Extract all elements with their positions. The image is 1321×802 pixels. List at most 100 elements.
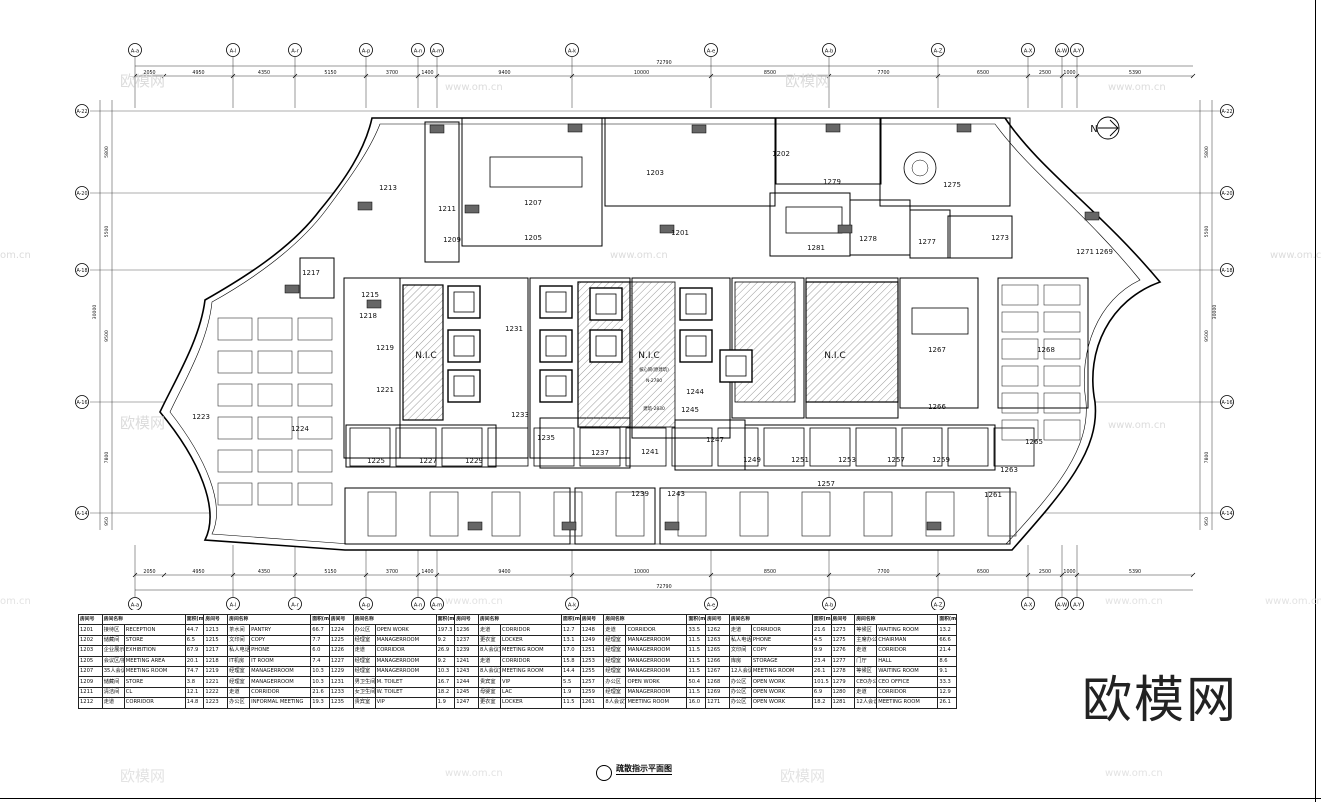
grid-axis-label: A-b <box>825 603 834 609</box>
dimension-value: 1400 <box>421 569 433 575</box>
room-label: 1224 <box>291 425 309 433</box>
grid-bubble <box>75 186 89 200</box>
office-cell <box>487 427 529 467</box>
dimension-value: 10000 <box>634 70 649 76</box>
room-name-en-cell: CORRIDOR <box>249 686 312 699</box>
building-inner-outline <box>169 123 1141 545</box>
room-name-cn-cell: 主席办公室 <box>854 634 878 647</box>
room-name-cn-cell: 经理室 <box>603 645 627 657</box>
desk-cluster <box>257 350 293 374</box>
room-name-en-cell: MEETING ROOM <box>876 697 939 709</box>
dimension-value: 2050 <box>143 569 155 575</box>
grid-bubble <box>931 597 945 610</box>
room-name-en-cell: CHAIRMAN <box>876 634 939 647</box>
room-name-cn-cell: 经理室 <box>352 655 376 667</box>
table-header-cell: 房间名称 <box>352 613 437 626</box>
dimension-value: 7800 <box>1204 452 1210 464</box>
dimension-total: 30000 <box>1212 305 1218 320</box>
room-name-cn-cell: 经理室 <box>227 665 251 678</box>
brand-logo-text: 欧模网 <box>1082 671 1238 729</box>
grid-axis-label: A-22 <box>1221 109 1232 115</box>
dimension-value: 5800 <box>104 146 110 158</box>
dimension-value: 5150 <box>324 569 336 575</box>
grid-bubble <box>430 597 444 610</box>
lift-car <box>453 375 475 397</box>
room-label: 1229 <box>465 457 483 465</box>
room-number-cell: 1222 <box>203 686 229 699</box>
grid-axis-label: A-r <box>291 49 299 55</box>
room-name-cn-cell: 经理室 <box>352 634 376 647</box>
room-wall <box>574 487 656 545</box>
room-number-cell: 1255 <box>579 665 605 678</box>
room-label: 1218 <box>359 312 377 320</box>
workstation-cluster <box>677 491 707 537</box>
grid-axis-label: A-p <box>362 603 371 609</box>
office-cell <box>855 427 897 467</box>
room-label: 1259 <box>932 456 950 464</box>
room-name-cn-cell: 文印间 <box>728 645 752 657</box>
room-label: 1257 <box>817 480 835 488</box>
lift-shaft <box>447 329 481 363</box>
room-area-cell: 26.9 <box>435 645 456 657</box>
room-label: 1268 <box>1037 346 1055 354</box>
dimension-value: 5390 <box>1129 70 1141 76</box>
grid-axis-label: A-14 <box>76 511 87 517</box>
grid-bubble <box>822 43 836 57</box>
north-arrow-icon <box>1096 116 1120 140</box>
equipment-block <box>837 224 853 234</box>
room-area-cell: 7.7 <box>310 634 330 647</box>
grid-axis-label: A-16 <box>1221 400 1232 406</box>
room-area-cell: 1.9 <box>561 686 581 699</box>
meeting-table <box>489 156 583 188</box>
grid-bubble <box>128 43 142 57</box>
office-cell <box>993 427 1035 467</box>
dimension-tick <box>230 572 236 578</box>
room-name-en-cell: M. TOILET <box>374 676 437 688</box>
desk-cluster <box>217 383 253 407</box>
dimension-tick <box>415 572 421 578</box>
table-header-cell: 房间号 <box>830 613 856 626</box>
room-number-cell: 1233 <box>328 686 354 699</box>
dimension-tick <box>569 73 575 79</box>
lift-car <box>545 291 567 313</box>
room-name-en-cell: OPEN WORK <box>374 624 437 636</box>
room-label: 1235 <box>537 434 555 442</box>
grid-axis-label: A-18 <box>1221 268 1232 274</box>
room-name-en-cell: CORRIDOR <box>750 624 813 636</box>
room-number-cell: 1248 <box>579 624 605 636</box>
room-name-cn-cell: 文印间 <box>227 634 251 647</box>
room-wall <box>424 121 460 263</box>
room-name-cn-cell: 经理室 <box>603 634 627 647</box>
room-name-en-cell: MANAGERROOM <box>625 665 688 678</box>
equipment-block <box>284 284 300 294</box>
dimension-tick <box>1059 73 1065 79</box>
room-wall <box>659 487 1011 545</box>
room-name-cn-cell: 等候区 <box>854 624 878 636</box>
room-name-en-cell: IT ROOM <box>249 655 312 667</box>
room-label: 1247 <box>706 436 724 444</box>
room-name-cn-cell: 走道 <box>603 624 627 636</box>
room-label: 1201 <box>671 229 689 237</box>
grid-bubble <box>359 43 373 57</box>
grid-axis-label: A-l <box>230 603 237 609</box>
room-name-en-cell: CORRIDOR <box>500 655 563 667</box>
room-name-en-cell: MEETING AREA <box>123 655 186 667</box>
room-name-en-cell: LOCKER <box>500 634 563 647</box>
equipment-block <box>659 224 675 234</box>
room-name-cn-cell: 库房 <box>728 655 752 667</box>
room-number-cell: 1202 <box>78 634 103 647</box>
watermark-url: www.om.cn <box>1108 82 1166 93</box>
room-name-en-cell: MEETING ROOM <box>123 665 186 678</box>
room-area-cell: 74.7 <box>184 665 205 678</box>
room-name-cn-cell: 更衣室 <box>477 697 502 709</box>
room-name-en-cell: CORRIDOR <box>123 697 186 709</box>
dimension-tick <box>1074 73 1080 79</box>
dimension-tick <box>363 73 369 79</box>
dimension-value: 8500 <box>764 70 776 76</box>
table-header-cell: 面积(m²) <box>435 613 456 626</box>
room-name-en-cell: MANAGERROOM <box>374 655 437 667</box>
desk-cluster <box>1043 392 1081 414</box>
grid-bubble <box>1021 597 1035 610</box>
room-wall <box>899 277 979 409</box>
room-label: 1217 <box>302 269 320 277</box>
